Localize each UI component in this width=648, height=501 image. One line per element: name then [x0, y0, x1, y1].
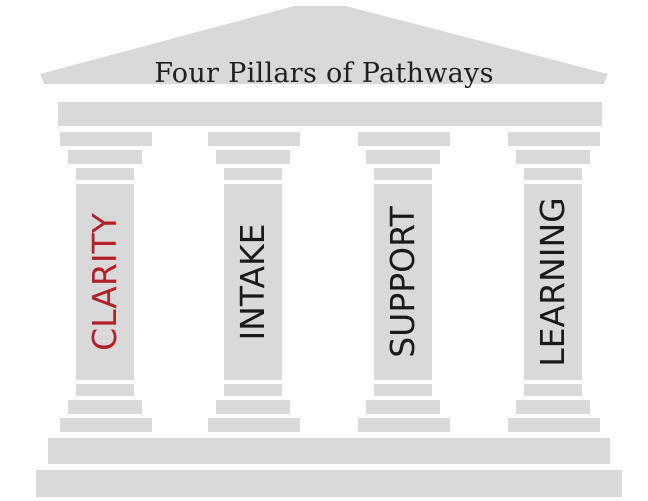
- entablature: [58, 102, 602, 126]
- pillar-4-capital-top: [508, 132, 600, 146]
- pillar-3-capital-low: [374, 168, 432, 180]
- pillar-1-base-top: [76, 384, 134, 396]
- foundation-upper-step: [48, 438, 610, 464]
- pillar-label-intake: INTAKE: [233, 223, 272, 341]
- pillar-4: [508, 132, 600, 432]
- pillar-2-capital-low: [224, 168, 282, 180]
- pillar-4-base-low: [508, 418, 600, 432]
- pillar-label-support: SUPPORT: [383, 206, 422, 358]
- pillar-2-base-mid: [216, 400, 290, 414]
- pillar-label-learning: LEARNING: [533, 197, 572, 367]
- pillar-1-base-mid: [68, 400, 142, 414]
- pillar-3-base-top: [374, 384, 432, 396]
- pillar-4-base-top: [524, 384, 582, 396]
- diagram-title: Four Pillars of Pathways: [154, 58, 494, 89]
- pillar-1-base-low: [60, 418, 152, 432]
- pillar-3-shaft: [374, 184, 432, 380]
- pillar-3-base-mid: [366, 400, 440, 414]
- pillar-3-base-low: [358, 418, 450, 432]
- foundation-lower-step: [36, 470, 622, 497]
- pillar-1-capital-low: [76, 168, 134, 180]
- roof: [40, 6, 608, 84]
- pillar-4-capital-low: [524, 168, 582, 180]
- pillar-2-base-top: [224, 384, 282, 396]
- pillar-2-capital-mid: [216, 150, 290, 164]
- pillar-4-shaft: [524, 184, 582, 380]
- pillar-3: [358, 132, 450, 432]
- pillar-2-base-low: [208, 418, 300, 432]
- pillar-1-shaft: [76, 184, 134, 380]
- pillar-label-clarity: CLARITY: [85, 213, 124, 351]
- pillar-3-capital-mid: [366, 150, 440, 164]
- pillar-4-capital-mid: [516, 150, 590, 164]
- pillar-1-capital-top: [60, 132, 152, 146]
- pillar-1: [60, 132, 152, 432]
- pillar-1-capital-mid: [68, 150, 142, 164]
- pillar-4-base-mid: [516, 400, 590, 414]
- pillar-2-shaft: [224, 184, 282, 380]
- pillar-2: [208, 132, 300, 432]
- pillar-3-capital-top: [358, 132, 450, 146]
- pillar-2-capital-top: [208, 132, 300, 146]
